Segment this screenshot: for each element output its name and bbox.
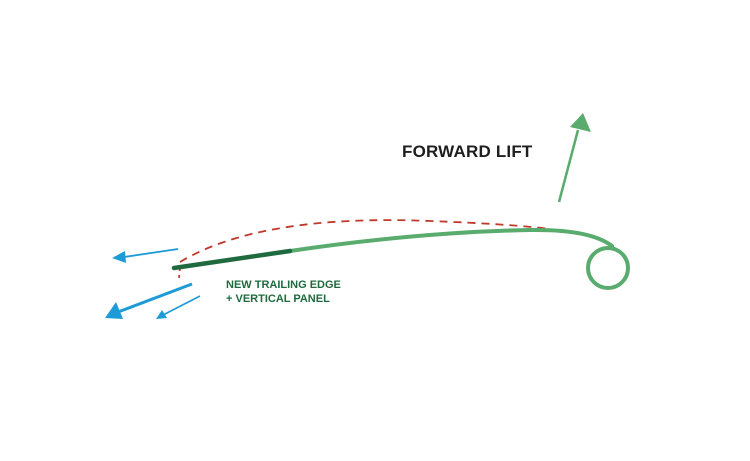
trailing-edge-label: NEW TRAILING EDGE + VERTICAL PANEL bbox=[226, 278, 341, 306]
new-trailing-edge bbox=[171, 248, 293, 271]
forward-lift-arrow-head bbox=[570, 113, 591, 132]
arrow-up-right-icon bbox=[557, 113, 591, 203]
flow-arrow-large bbox=[117, 282, 193, 314]
flow-arrow-large-head bbox=[105, 302, 123, 319]
flow-arrow-lower bbox=[162, 295, 201, 316]
flow-arrows bbox=[105, 248, 201, 319]
arrow-left-icon bbox=[112, 248, 179, 263]
flow-arrow-upper-head bbox=[112, 251, 126, 263]
dashed-original-profile bbox=[179, 219, 551, 263]
trailing-edge-label-line-2: + VERTICAL PANEL bbox=[226, 293, 330, 305]
trailing-edge-label-line-1: NEW TRAILING EDGE bbox=[226, 279, 341, 291]
flow-arrow-upper bbox=[123, 248, 179, 258]
dashed-profile-tail bbox=[178, 267, 181, 279]
leading-edge-loop bbox=[586, 246, 630, 290]
arrow-left-icon bbox=[156, 295, 201, 319]
arrow-left-icon bbox=[105, 282, 193, 319]
forward-lift-arrow-shaft bbox=[557, 129, 580, 203]
flow-arrow-lower-head bbox=[156, 310, 167, 319]
wing-profile bbox=[288, 227, 614, 253]
forward-lift-label: FORWARD LIFT bbox=[402, 142, 533, 161]
